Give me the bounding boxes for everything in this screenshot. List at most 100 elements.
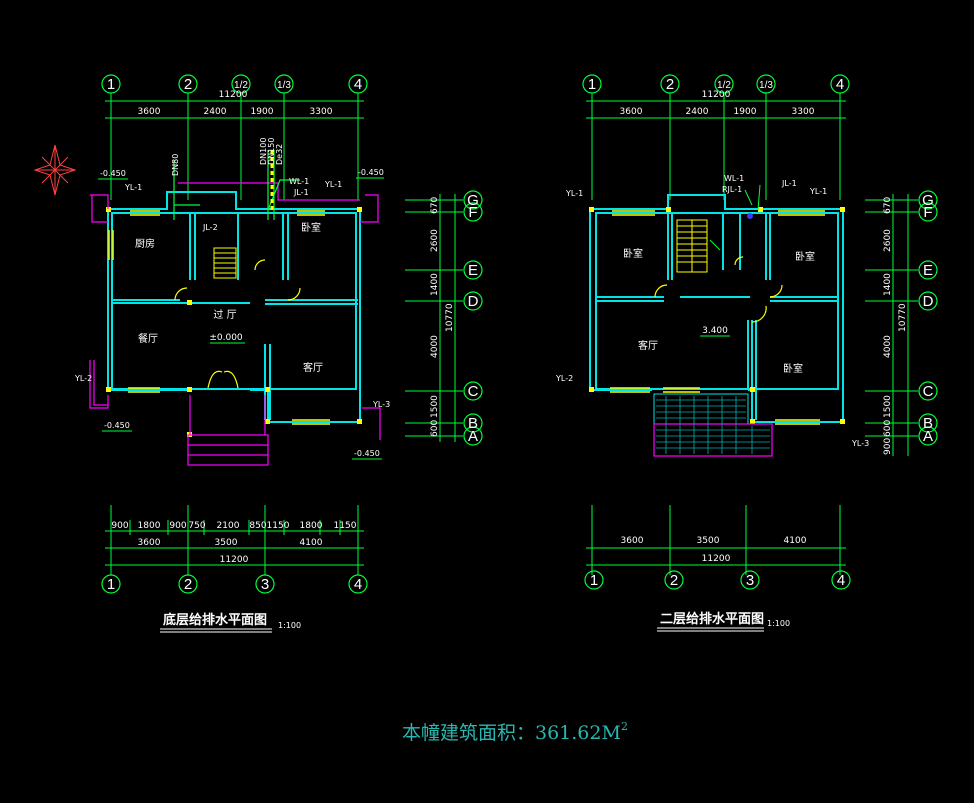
- axis-bottom-4: 4: [354, 576, 362, 593]
- plan1-scale: 1:100: [278, 621, 301, 630]
- p2-axis-right-a: A: [923, 428, 933, 445]
- p2-tag-rjl1: RJL-1: [722, 185, 742, 194]
- p2-axis-right-g: G: [922, 192, 934, 209]
- p2-dim-right-1500: 1500: [883, 395, 893, 418]
- dim-right-4000: 4000: [430, 335, 440, 358]
- room-dining: 餐厅: [138, 332, 158, 345]
- dim-b1-6: 1150: [267, 521, 290, 531]
- axis-top-4: 4: [354, 76, 362, 93]
- axis-top-2: 2: [184, 76, 192, 93]
- p2-dim-right-1400: 1400: [883, 273, 893, 296]
- dim-right-600: 600: [430, 420, 440, 437]
- p2-axis-right-f: F: [923, 204, 932, 221]
- dim-b2-0: 3600: [138, 538, 161, 548]
- p2-dim-b-2: 4100: [784, 536, 807, 546]
- p2-dim-b-0: 3600: [621, 536, 644, 546]
- p2-tag-yl1-a: YL-1: [565, 189, 583, 198]
- pipe-tag-jl2: JL-2: [202, 223, 218, 232]
- level-ne: -0.450: [358, 168, 384, 177]
- dim-b-total: 11200: [220, 555, 249, 565]
- area-superscript: 2: [621, 720, 628, 733]
- p2-dim-b-total: 11200: [702, 554, 731, 564]
- dim-right-670: 670: [430, 197, 440, 214]
- p2-dim-right-2600: 2600: [883, 229, 893, 252]
- p2-tag-jl1: JL-1: [781, 179, 797, 188]
- dim-b1-1: 1800: [138, 521, 161, 531]
- axis-right-a: A: [468, 428, 478, 445]
- p2-dim-right-670: 670: [883, 197, 893, 214]
- p2-axis-right-b: B: [923, 415, 933, 432]
- dim-right-total: 10770: [445, 303, 455, 332]
- p2-dim-b-1: 3500: [697, 536, 720, 546]
- p2-room-living: 客厅: [638, 339, 658, 352]
- room-hall: 过 厅: [213, 308, 236, 321]
- dim-b2-2: 4100: [300, 538, 323, 548]
- axis-right-c: C: [468, 383, 479, 400]
- dim-top-2: 2400: [204, 107, 227, 117]
- plan2-title: 二层给排水平面图: [660, 611, 764, 627]
- p2-dim-right-4000: 4000: [883, 335, 893, 358]
- p2-dim-top-1: 3600: [620, 107, 643, 117]
- p2-dim-top-4: 3300: [792, 107, 815, 117]
- p2-dim-total-top: 11200: [702, 90, 731, 100]
- axis-right-d: D: [468, 293, 479, 310]
- p2-elevation: 3.400: [702, 326, 728, 336]
- axis-bottom-1: 1: [107, 576, 115, 593]
- dim-b1-4: 2100: [217, 521, 240, 531]
- p2-axis-top-4: 4: [836, 76, 844, 93]
- p2-axis-top-2: 2: [666, 76, 674, 93]
- p2-tag-yl1-b: YL-1: [809, 187, 827, 196]
- axis-top-1: 1: [107, 76, 115, 93]
- p2-axis-bottom-3: 3: [746, 572, 754, 589]
- p2-dim-right-total: 10770: [898, 303, 908, 332]
- dim-right-1500: 1500: [430, 395, 440, 418]
- axis-right-b: B: [468, 415, 478, 432]
- axis-right-g: G: [467, 192, 479, 209]
- pipe-size-dn80: DN80: [171, 154, 180, 176]
- north-arrow-icon: [33, 144, 77, 196]
- p2-axis-right-d: D: [923, 293, 934, 310]
- pipe-tag-jl1: JL-1: [293, 188, 309, 197]
- p2-dim-right-600: 600: [883, 420, 893, 437]
- pipe-tag-yl2: YL-2: [74, 374, 92, 383]
- dim-right-2600: 2600: [430, 229, 440, 252]
- dim-b1-8: 1150: [334, 521, 357, 531]
- p2-tag-yl2: YL-2: [555, 374, 573, 383]
- dim-b1-0: 900: [111, 521, 128, 531]
- axis-right-f: F: [468, 204, 477, 221]
- pipe-size-dn150: DN150: [267, 138, 276, 165]
- p2-room-bed-c: 卧室: [783, 362, 803, 375]
- dim-top-3: 1900: [251, 107, 274, 117]
- axis-top-1-3: 1/3: [277, 80, 291, 91]
- pipe-tag-yl1-a: YL-1: [124, 183, 142, 192]
- p2-axis-top-1-3: 1/3: [759, 80, 773, 91]
- level-sw: -0.450: [104, 421, 130, 430]
- p2-dim-top-2: 2400: [686, 107, 709, 117]
- second-floor-plan: 1 2 1/2 1/3 4 11200 3600 2400 1900 3300: [555, 74, 938, 632]
- p2-axis-bottom-2: 2: [670, 572, 678, 589]
- room-kitchen: 厨房: [135, 237, 155, 250]
- p2-tag-wl1: WL-1: [724, 174, 744, 183]
- pipe-tag-yl1-b: YL-1: [324, 180, 342, 189]
- level-nw: -0.450: [100, 169, 126, 178]
- dim-b2-1: 3500: [215, 538, 238, 548]
- p2-room-bed-a: 卧室: [623, 247, 643, 260]
- p2-axis-right-e: E: [923, 262, 933, 279]
- p2-axis-top-1: 1: [588, 76, 596, 93]
- axis-top-1-2: 1/2: [234, 80, 248, 91]
- dim-b1-2: 900: [169, 521, 186, 531]
- axis-bottom-3: 3: [261, 576, 269, 593]
- ground-floor-plan: 1 2 1/2 1/3 4 11200 3600 2400 1900 3300: [33, 74, 483, 633]
- p2-dim-top-3: 1900: [734, 107, 757, 117]
- pipe-size-dn100: DN100: [259, 138, 268, 165]
- pipe-tag-wl1: WL-1: [289, 177, 309, 186]
- dim-top-4: 3300: [310, 107, 333, 117]
- dim-b1-7: 1800: [300, 521, 323, 531]
- p2-room-bed-b: 卧室: [795, 250, 815, 263]
- axis-right-e: E: [468, 262, 478, 279]
- p2-axis-bottom-4: 4: [837, 572, 845, 589]
- dim-b1-3: 750: [188, 521, 205, 531]
- plan2-scale: 1:100: [767, 619, 790, 628]
- p2-dim-right-900: 900: [883, 438, 893, 455]
